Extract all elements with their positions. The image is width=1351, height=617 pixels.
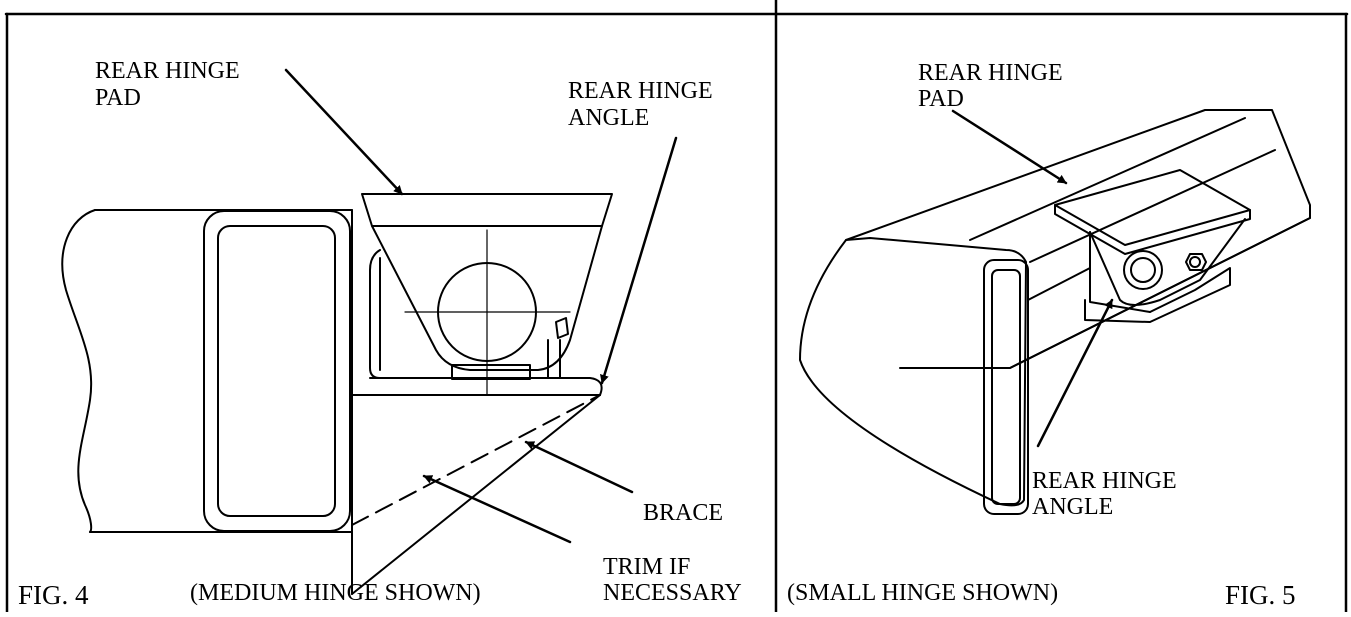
fig5-pad-label-line2: PAD [918,86,964,112]
fig5-pad-label-line1: REAR HINGE [918,60,1063,86]
fig5-angle-label-line2: ANGLE [1032,494,1113,520]
angle-leader-arrow [600,136,678,385]
panel-frame [4,0,1349,614]
fig5-angle-label-line1: REAR HINGE [1032,468,1177,494]
fig5-leaders [951,109,1114,448]
fig4-trim-label-line1: TRIM IF [603,554,690,580]
fig4-pad-label-line2: PAD [95,85,141,111]
brace-leader-arrow [524,440,634,494]
fig4-caption: (MEDIUM HINGE SHOWN) [190,580,481,606]
fig4-drawing [61,193,613,595]
trim-leader-arrow [422,474,572,544]
fig4-angle-label-line1: REAR HINGE [568,78,713,104]
fig4-labels: REAR HINGE PAD REAR HINGE ANGLE BRACE TR… [18,58,742,610]
fig5-labels: REAR HINGE PAD REAR HINGE ANGLE (SMALL H… [787,60,1296,610]
fig5-drawing [799,109,1311,515]
fig4-leaders [284,68,678,544]
fig5-number: FIG. 5 [1225,580,1296,610]
fig5-caption: (SMALL HINGE SHOWN) [787,580,1058,606]
fig4-number: FIG. 4 [18,580,89,610]
fig5-pad-leader-arrow [951,109,1068,185]
fig4-angle-label-line2: ANGLE [568,105,649,131]
fig5-angle-leader-arrow [1036,298,1114,448]
fig4-pad-label-line1: REAR HINGE [95,58,240,84]
fig4-brace-label: BRACE [643,500,723,526]
pad-leader-arrow [284,68,404,196]
fig4-trim-label-line2: NECESSARY [603,580,742,606]
